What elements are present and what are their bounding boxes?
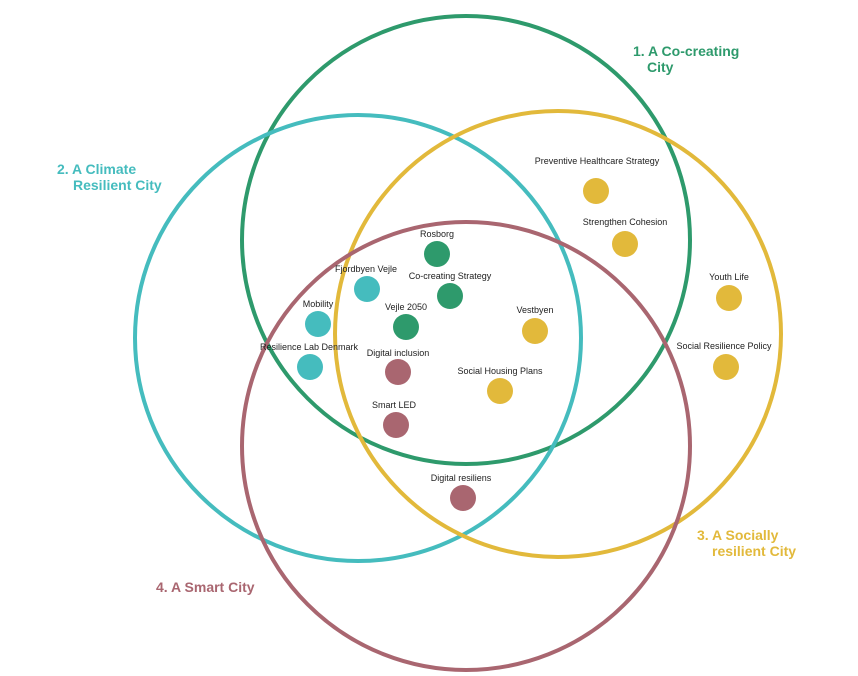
item-resilience-lab-denmark[interactable]: Resilience Lab Denmark (260, 342, 359, 380)
item-dot[interactable] (612, 231, 638, 257)
item-rosborg[interactable]: Rosborg (420, 229, 454, 267)
item-social-resilience-policy[interactable]: Social Resilience Policy (676, 341, 772, 380)
item-label: Digital resiliens (431, 473, 492, 483)
item-vejle-2050[interactable]: Vejle 2050 (385, 302, 427, 340)
item-label: Social Resilience Policy (676, 341, 772, 351)
item-dot[interactable] (450, 485, 476, 511)
set-title-line: 2. A Climate (57, 161, 136, 177)
item-mobility[interactable]: Mobility (303, 299, 334, 337)
item-label: Youth Life (709, 272, 749, 282)
item-dot[interactable] (393, 314, 419, 340)
item-fjordbyen-vejle[interactable]: Fjordbyen Vejle (335, 264, 397, 302)
item-label: Digital inclusion (367, 348, 430, 358)
item-label: Fjordbyen Vejle (335, 264, 397, 274)
item-dot[interactable] (385, 359, 411, 385)
item-label: Co-creating Strategy (409, 271, 492, 281)
set-title-smart-city: 4. A Smart City (156, 579, 255, 595)
ring-smart-city (240, 220, 692, 672)
item-label: Vejle 2050 (385, 302, 427, 312)
set-title-climate-resilient-city: 2. A Climate Resilient City (57, 161, 162, 193)
item-co-creating-strategy[interactable]: Co-creating Strategy (409, 271, 492, 309)
item-dot[interactable] (583, 178, 609, 204)
item-dot[interactable] (713, 354, 739, 380)
item-dot[interactable] (297, 354, 323, 380)
set-title-line: 3. A Socially (697, 527, 779, 543)
item-label: Vestbyen (516, 305, 553, 315)
item-label: Resilience Lab Denmark (260, 342, 359, 352)
item-dot[interactable] (437, 283, 463, 309)
item-dot[interactable] (383, 412, 409, 438)
set-title-line: City (647, 59, 674, 75)
item-digital-inclusion[interactable]: Digital inclusion (367, 348, 430, 385)
item-dot[interactable] (487, 378, 513, 404)
set-title-line: 1. A Co-creating (633, 43, 739, 59)
item-label: Preventive Healthcare Strategy (535, 156, 660, 166)
item-label: Strengthen Cohesion (583, 217, 668, 227)
item-dot[interactable] (305, 311, 331, 337)
item-smart-led[interactable]: Smart LED (372, 400, 417, 438)
item-dot[interactable] (522, 318, 548, 344)
item-digital-resiliens[interactable]: Digital resiliens (431, 473, 492, 511)
item-dot[interactable] (354, 276, 380, 302)
item-label: Smart LED (372, 400, 417, 410)
item-label: Mobility (303, 299, 334, 309)
item-label: Rosborg (420, 229, 454, 239)
item-label: Social Housing Plans (457, 366, 543, 376)
ring-climate-resilient-city (133, 113, 583, 563)
ring-co-creating-city (240, 14, 692, 466)
item-youth-life[interactable]: Youth Life (709, 272, 749, 311)
item-vestbyen[interactable]: Vestbyen (516, 305, 554, 344)
ring-socially-resilient-city (333, 109, 783, 559)
item-group: Preventive Healthcare Strategy Strengthe… (260, 156, 772, 511)
item-dot[interactable] (716, 285, 742, 311)
set-title-co-creating-city: 1. A Co-creating City (633, 43, 743, 75)
set-title-line: resilient City (712, 543, 796, 559)
set-title-line: 4. A Smart City (156, 579, 255, 595)
item-preventive-healthcare-strategy[interactable]: Preventive Healthcare Strategy (535, 156, 660, 204)
item-social-housing-plans[interactable]: Social Housing Plans (457, 366, 543, 404)
item-strengthen-cohesion[interactable]: Strengthen Cohesion (583, 217, 668, 257)
set-title-socially-resilient-city: 3. A Socially resilient City (697, 527, 796, 559)
item-dot[interactable] (424, 241, 450, 267)
set-title-line: Resilient City (73, 177, 162, 193)
